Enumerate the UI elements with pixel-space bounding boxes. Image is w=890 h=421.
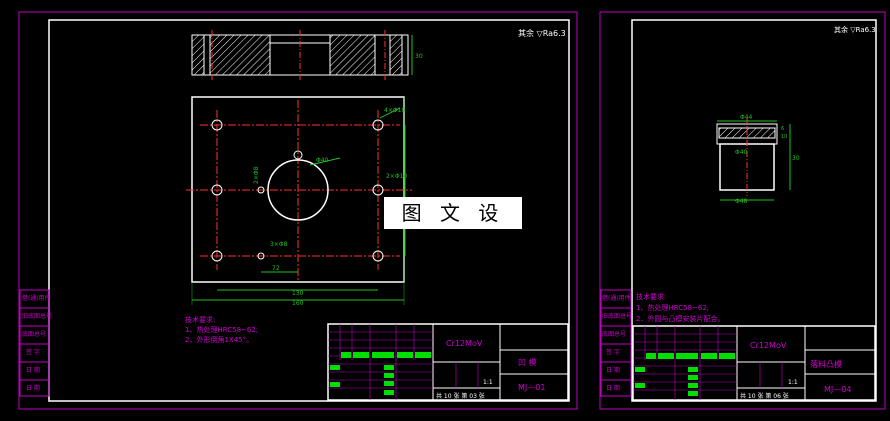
sheet-1-tech-title: 技术要求:: [185, 315, 215, 324]
sheet-1-material: Cr12MoV: [446, 339, 483, 348]
dim-10: 10: [781, 134, 787, 140]
sheet-2-outer-border: [599, 11, 886, 410]
sheet-1-section-view: 30: [191, 30, 423, 80]
dim-130: 130: [292, 290, 304, 297]
dim-72: 72: [272, 265, 280, 272]
svg-text:日 期: 日 期: [26, 366, 40, 374]
dim-40: Φ40: [316, 157, 329, 164]
sheet-2-sheet-info: 共 10 张 第 06 张: [740, 392, 789, 400]
sheet-2-tech-title: 技术要求:: [636, 292, 666, 301]
sheet-2-scale: 1:1: [788, 379, 798, 386]
sheet-2-roughness-note: 其余 ▽Ra6.3: [834, 25, 876, 34]
dim-6: 6: [781, 126, 784, 132]
dim-160: 160: [292, 300, 304, 307]
svg-text:日 期: 日 期: [606, 366, 620, 374]
dim-2x8: 2×Φ8: [253, 166, 260, 184]
sheet-2-title-block: Cr12MoV 落料凸模 1:1 共 10 张 第 06 张 MJ—04: [632, 325, 876, 401]
watermark-label: 图 文 设 计: [384, 197, 522, 257]
svg-text:底图总号: 底图总号: [602, 330, 626, 338]
svg-text:借(通)用件: 借(通)用件: [22, 294, 51, 302]
sheet-1-sheet-info: 共 10 张 第 03 张: [436, 392, 485, 400]
sheet-2-tech-line-1: 1、热处理HRC58~62;: [636, 303, 709, 312]
sheet-1-left-strip: 借(通)用件 旧底图总号 底图总号 签 字 日 期 日 期: [19, 289, 52, 397]
sheet-2-material: Cr12MoV: [750, 341, 787, 350]
sheet-1-drawing-no: MJ—01: [518, 383, 545, 392]
sheet-1-outer-border: [18, 11, 578, 410]
svg-text:签 字: 签 字: [606, 348, 620, 356]
svg-text:签 字: 签 字: [26, 348, 40, 356]
svg-text:日 期: 日 期: [606, 384, 620, 392]
sheet-2-part-name: 落料凸模: [810, 359, 842, 369]
sheet-2: 其余 ▽Ra6.3 Φ44 Φ40 Φ48 30 6 10 技术要求: 1、热处…: [599, 11, 886, 410]
dim-4x10: 4×Φ10: [384, 107, 405, 114]
dim-30b: 30: [792, 155, 800, 162]
sheet-1: 其余 ▽Ra6.3 30: [18, 11, 578, 410]
sheet-2-drawing-no: MJ—04: [824, 385, 851, 394]
sheet-1-part-name: 凹 模: [518, 357, 537, 367]
dim-44: Φ44: [740, 114, 753, 121]
dim-40b: Φ40: [735, 149, 748, 156]
sheet-1-title-block: Cr12MoV 凹 模 1:1 共 10 张 第 03 张 MJ—01: [327, 323, 569, 401]
sheet-1-tech-line-1: 1、热处理HRC58~62;: [185, 325, 258, 334]
sheet-2-inner-frame: [631, 19, 877, 402]
sheet-2-punch-view: Φ44 Φ40 Φ48 30 6 10: [716, 114, 800, 205]
sheet-1-inner-frame: [48, 19, 570, 402]
svg-text:借(通)用件: 借(通)用件: [602, 294, 631, 302]
sheet-2-tech-line-2: 2、外圆与凸模安装片配合。: [636, 314, 724, 323]
sheet-1-tech-line-2: 2、外形倒角1X45°。: [185, 335, 253, 344]
dim-30: 30: [415, 53, 423, 60]
svg-text:旧底图总号: 旧底图总号: [602, 312, 632, 320]
sheet-1-scale: 1:1: [483, 379, 493, 386]
sheet-2-left-strip: 借(通)用件 旧底图总号 底图总号 签 字 日 期 日 期: [600, 289, 632, 397]
dim-3x8: 3×Φ8: [270, 241, 288, 248]
svg-text:底图总号: 底图总号: [22, 330, 46, 338]
sheet-1-plan-view: 4×Φ10 Φ40 2×Φ10 2×Φ8 3×Φ8 72 130 160: [186, 96, 412, 307]
dim-48: Φ48: [735, 198, 748, 205]
sheet-1-roughness-note: 其余 ▽Ra6.3: [518, 28, 566, 38]
dim-2x10: 2×Φ10: [386, 173, 407, 180]
svg-text:日 期: 日 期: [26, 384, 40, 392]
svg-text:旧底图总号: 旧底图总号: [22, 312, 52, 320]
